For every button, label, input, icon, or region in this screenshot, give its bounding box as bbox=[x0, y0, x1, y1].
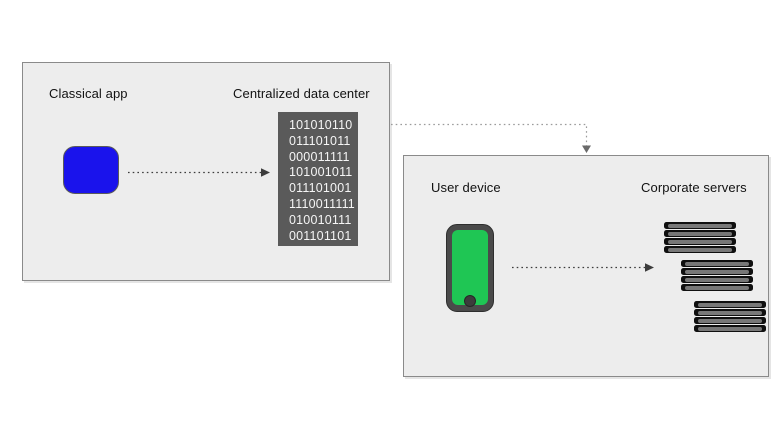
phone-home-button-icon bbox=[464, 295, 476, 307]
phone-screen bbox=[452, 230, 488, 305]
server-unit bbox=[664, 246, 736, 253]
corporate-servers-label: Corporate servers bbox=[641, 180, 747, 195]
server-slat bbox=[685, 285, 749, 290]
server-slat bbox=[685, 261, 749, 266]
server-unit bbox=[681, 260, 753, 267]
datacenter-label: Centralized data center bbox=[233, 86, 370, 101]
server-unit bbox=[681, 276, 753, 283]
server-unit bbox=[664, 222, 736, 229]
classical-app-label: Classical app bbox=[49, 86, 128, 101]
server-slat bbox=[698, 318, 762, 323]
server-slat bbox=[698, 302, 762, 307]
server-unit bbox=[664, 238, 736, 245]
enterprise-panel: User device Corporate servers bbox=[403, 155, 769, 377]
server-stack-icon bbox=[681, 260, 753, 291]
server-unit bbox=[681, 284, 753, 291]
smartphone-icon bbox=[446, 224, 494, 312]
dotted-connector-datacenter-to-device-panel bbox=[391, 123, 591, 153]
binary-row: 101010110 bbox=[289, 118, 353, 132]
server-slat bbox=[685, 277, 749, 282]
server-slat bbox=[668, 247, 732, 252]
classical-app-panel: Classical app Centralized data center 10… bbox=[22, 62, 390, 281]
server-stack-icon bbox=[694, 301, 766, 332]
server-unit bbox=[694, 317, 766, 324]
server-unit bbox=[664, 230, 736, 237]
server-unit bbox=[681, 268, 753, 275]
binary-data-block: 101010110 011101011 000011111 101001011 … bbox=[278, 112, 358, 246]
server-slat bbox=[668, 239, 732, 244]
server-slat bbox=[668, 223, 732, 228]
app-square-icon bbox=[63, 146, 119, 194]
binary-row: 101001011 bbox=[289, 165, 353, 180]
server-unit bbox=[694, 309, 766, 316]
server-slat bbox=[698, 310, 762, 315]
server-stack-icon bbox=[664, 222, 736, 253]
server-slat bbox=[698, 326, 762, 331]
server-slat bbox=[668, 231, 732, 236]
server-unit bbox=[694, 301, 766, 308]
binary-row: 1110011111 bbox=[289, 196, 355, 211]
binary-row: 011101011 bbox=[289, 133, 351, 148]
binary-row: 010010111 bbox=[289, 212, 352, 227]
binary-row: 011101001 bbox=[289, 181, 352, 196]
server-unit bbox=[694, 325, 766, 332]
binary-row: 000011111 bbox=[289, 149, 350, 164]
server-slat bbox=[685, 269, 749, 274]
binary-row: 001101101 bbox=[289, 228, 352, 243]
user-device-label: User device bbox=[431, 180, 501, 195]
